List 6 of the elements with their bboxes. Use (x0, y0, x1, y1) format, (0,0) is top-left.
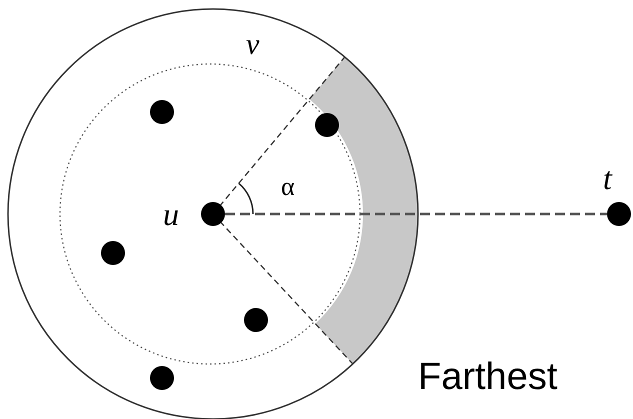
dashed-line (225, 212, 607, 216)
point-label: α (281, 174, 295, 200)
point-label: t (603, 162, 612, 194)
caption-text: Farthest (418, 358, 558, 396)
point-label: u (163, 198, 179, 230)
point-label: v (246, 30, 260, 60)
